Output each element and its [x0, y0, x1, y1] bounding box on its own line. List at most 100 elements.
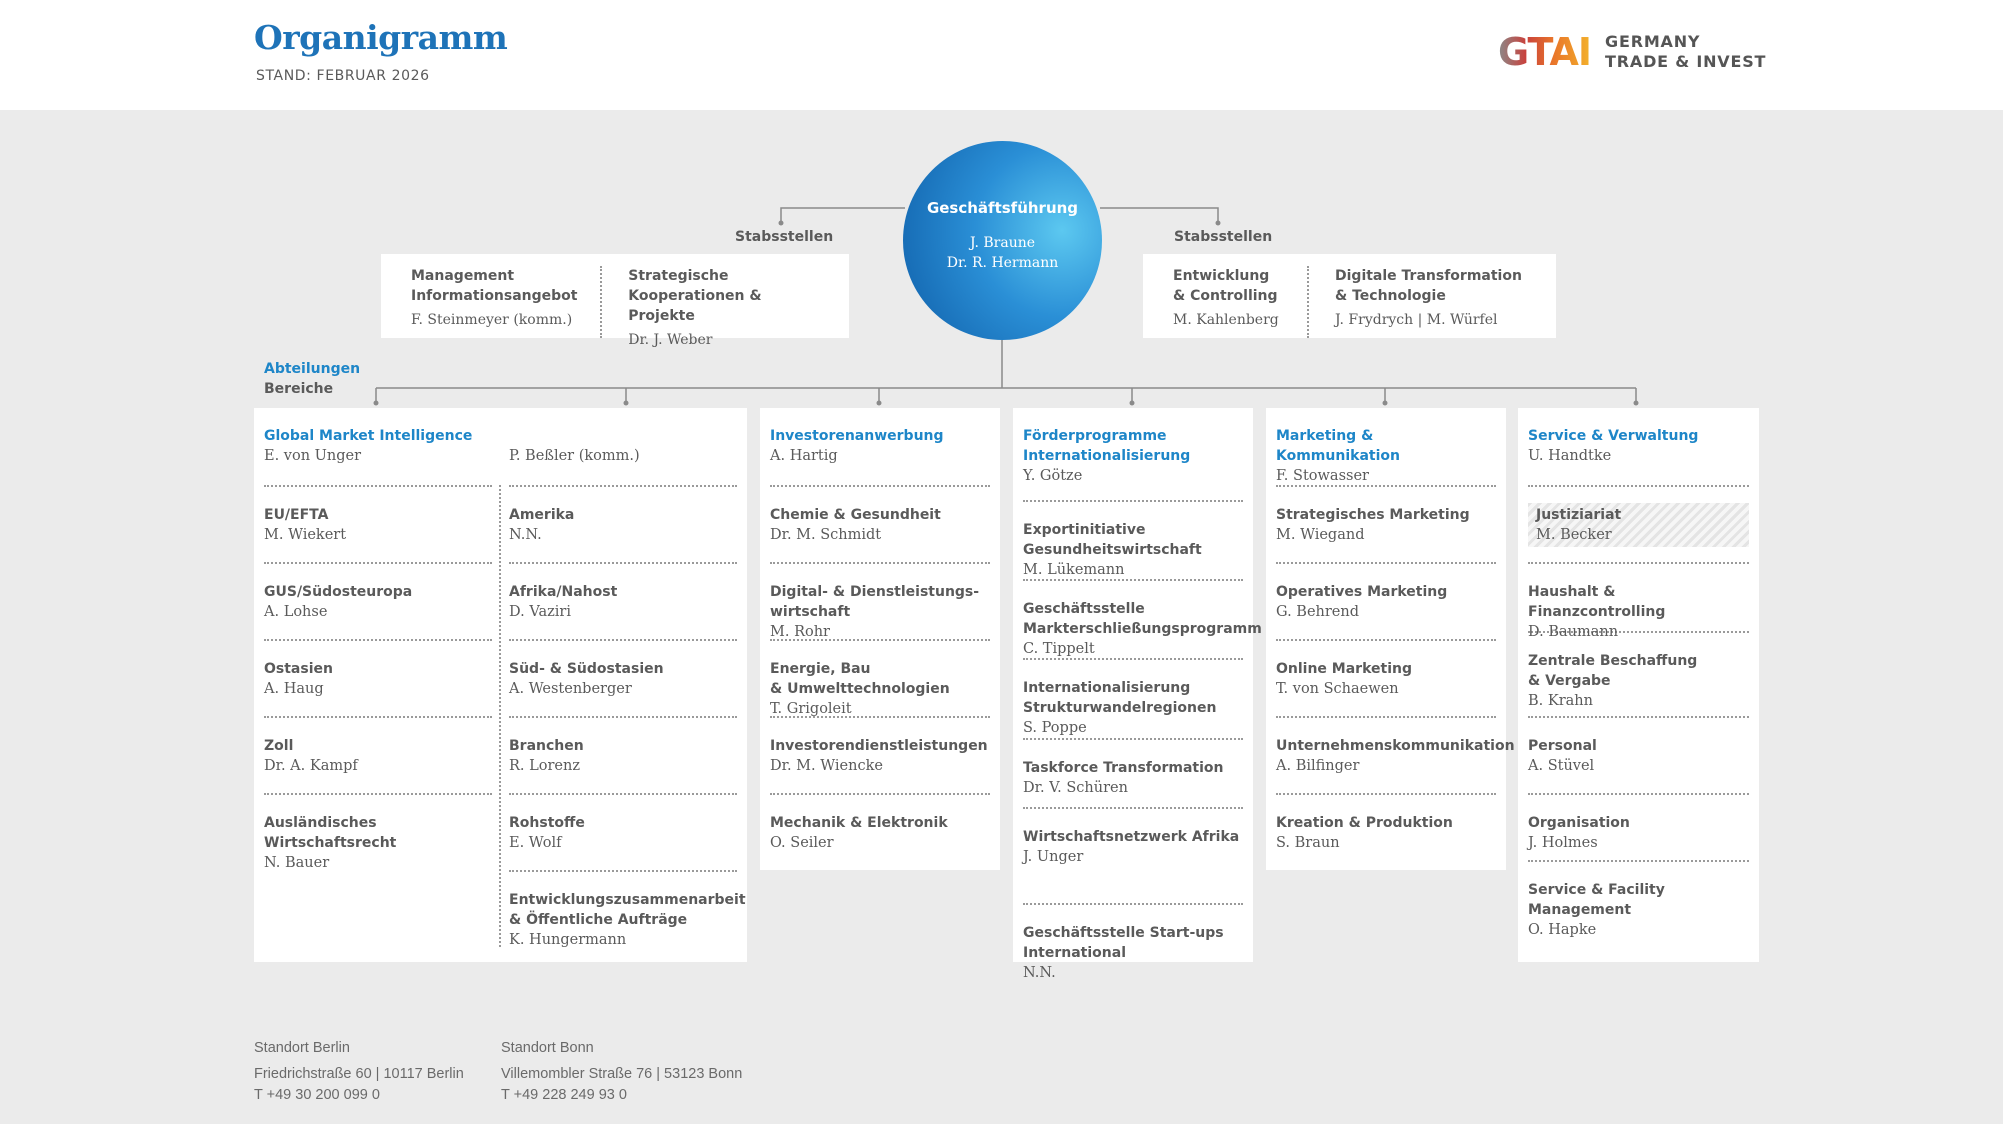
unit-person: Dr. A. Kampf: [264, 758, 358, 774]
unit-title-line: Mechanik & Elektronik: [770, 815, 948, 831]
stab-person: M. Kahlenberg: [1173, 312, 1279, 328]
unit-title-line: Branchen: [509, 738, 584, 754]
unit-item[interactable]: Justiziariat M. Becker: [1528, 485, 1749, 562]
unit-person: M. Wiekert: [264, 527, 347, 543]
stab-left-box: Management Informationsangebot F. Steinm…: [381, 254, 849, 348]
stab-item[interactable]: Management Informationsangebot F. Steinm…: [381, 266, 600, 338]
footer-bonn-phone: T +49 228 249 93 0: [501, 1087, 627, 1103]
unit-title-line: GUS/Südosteuropa: [264, 584, 413, 600]
gtai-logo[interactable]: GTAI GERMANY TRADE & INVEST: [1498, 30, 1766, 74]
stab-item[interactable]: Entwicklung & Controlling M. Kahlenberg: [1143, 266, 1307, 338]
department-global-market-intelligence[interactable]: Global Market Intelligence E. von Unger …: [254, 408, 747, 962]
unit-item[interactable]: Entwicklungszusammenarbeit& Öffentliche …: [509, 870, 746, 948]
stab-right-box: Entwicklung & Controlling M. Kahlenberg …: [1143, 254, 1556, 338]
unit-title-line: Management: [1528, 902, 1632, 918]
stab-item[interactable]: Digitale Transformation & Technologie J.…: [1307, 266, 1540, 338]
unit-title-line: Amerika: [509, 507, 575, 523]
unit-person: N. Bauer: [264, 855, 330, 871]
stab-title-line: Management: [411, 268, 515, 284]
footer-bonn-address: Villemombler Straße 76 | 53123 Bonn: [501, 1066, 743, 1082]
unit-person: A. Haug: [264, 681, 324, 697]
unit-person: A. Stüvel: [1528, 758, 1595, 774]
unit-person: Dr. V. Schüren: [1023, 780, 1128, 796]
unit-person: A. Westenberger: [509, 681, 632, 697]
unit-title-line: Justiziariat: [1536, 507, 1622, 523]
department-title-line: Internationalisierung: [1023, 448, 1191, 464]
unit-person: D. Vaziri: [509, 604, 571, 620]
unit-person: B. Krahn: [1528, 693, 1593, 709]
unit-title-line: Digital- & Dienstleistungs-: [770, 584, 980, 600]
footer-berlin-address: Friedrichstraße 60 | 10117 Berlin: [254, 1066, 464, 1082]
unit-title-line: Rohstoffe: [509, 815, 585, 831]
stab-person: F. Steinmeyer (komm.): [411, 312, 573, 328]
unit-title-line: Chemie & Gesundheit: [770, 507, 941, 523]
stab-title-line: Digitale Transformation: [1335, 268, 1522, 284]
management-circle[interactable]: Geschäftsführung J. Braune Dr. R. Herman…: [903, 141, 1102, 340]
dot-investoren: [876, 400, 882, 406]
unit-title-line: Gesundheitswirtschaft: [1023, 542, 1202, 558]
department-title-line: Marketing & Kommunikation: [1276, 428, 1400, 464]
unit-person: M. Becker: [1536, 527, 1612, 543]
dot-gmi-right: [623, 400, 629, 406]
unit-person: C. Tippelt: [1023, 641, 1095, 657]
logo-line-1: GERMANY: [1605, 32, 1701, 51]
department-head: Y. Götze: [1023, 468, 1083, 484]
stab-item[interactable]: Strategische Kooperationen & Projekte Dr…: [600, 266, 849, 348]
stab-right-label: Stabsstellen: [1174, 229, 1273, 245]
unit-title-line: & Vergabe: [1528, 673, 1611, 689]
unit-title-line: Personal: [1528, 738, 1597, 754]
unit-person: E. Wolf: [509, 835, 562, 851]
unit-item[interactable]: Personal A. Stüvel: [1528, 716, 1749, 793]
header: Organigramm STAND: FEBRUAR 2026 GTAI GER…: [0, 0, 2003, 110]
unit-title-line: Strukturwandelregionen: [1023, 700, 1217, 716]
unit-title-line: Wirtschaftsnetzwerk Afrika: [1023, 829, 1240, 845]
unit-item[interactable]: Rohstoffe E. Wolf: [509, 793, 737, 870]
legend-bereiche: Bereiche: [264, 381, 334, 397]
unit-content: Rohstoffe E. Wolf: [509, 813, 737, 853]
management-title: Geschäftsführung: [926, 199, 1079, 217]
